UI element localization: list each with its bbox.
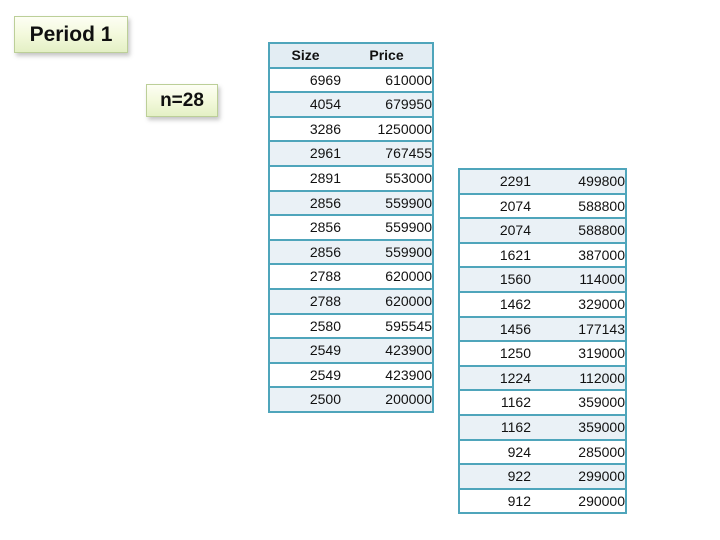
size-cell: 1224 (459, 365, 531, 391)
size-cell: 2856 (309, 219, 341, 236)
table-row: 1621 387000 (459, 242, 626, 268)
price-cell: 553000 (385, 169, 432, 186)
table-row: 912 290000 (459, 488, 626, 514)
table-row: 2549 423900 (269, 362, 433, 388)
price-cell: 559900 (341, 190, 433, 216)
price-cell: 329000 (578, 295, 625, 312)
size-cell: 2549 (269, 338, 341, 363)
price-cell: 200000 (341, 387, 433, 412)
size-cell: 2961 (269, 141, 341, 166)
sample-count-label: n=28 (160, 89, 204, 111)
price-cell: 595545 (385, 317, 432, 334)
size-cell: 2074 (499, 197, 531, 214)
period-title-box: Period 1 (14, 16, 128, 53)
col-header-size: Size (269, 43, 341, 68)
size-cell: 2291 (459, 169, 531, 194)
table-row: 2788 620000 (269, 264, 433, 289)
price-cell: 387000 (578, 246, 625, 263)
table-row: 2074 588800 (459, 193, 626, 219)
size-cell: 2856 (269, 190, 341, 216)
price-cell: 559900 (385, 219, 432, 236)
table-row: 1250 319000 (459, 341, 626, 366)
price-cell: 767455 (341, 141, 433, 166)
price-cell: 359000 (578, 394, 625, 411)
table-row: 3286 1250000 (269, 116, 433, 142)
table-row: 2580 595545 (269, 313, 433, 339)
price-cell: 299000 (531, 464, 626, 489)
size-cell: 1462 (499, 295, 531, 312)
price-cell: 588800 (578, 197, 625, 214)
price-cell: 588800 (531, 218, 626, 243)
price-cell: 679950 (341, 92, 433, 117)
table-header-row: Size Price (269, 43, 433, 68)
size-cell: 2788 (269, 288, 341, 314)
table-row: 6969 610000 (269, 67, 433, 93)
period-title: Period 1 (29, 22, 113, 46)
size-cell: 2891 (309, 169, 341, 186)
table-row: 2891 553000 (269, 165, 433, 191)
price-cell: 290000 (578, 492, 625, 509)
size-cell: 1162 (459, 414, 531, 440)
table-row: 1462 329000 (459, 291, 626, 317)
size-cell: 1250 (499, 345, 531, 362)
price-cell: 319000 (578, 345, 625, 362)
size-cell: 924 (507, 443, 531, 460)
price-cell: 112000 (531, 365, 626, 391)
size-cell: 1162 (500, 394, 531, 411)
size-cell: 2549 (309, 366, 341, 383)
price-cell: 423900 (341, 338, 433, 363)
table-row: 1162 359000 (459, 390, 626, 415)
price-cell: 285000 (578, 443, 625, 460)
size-cell: 1621 (499, 246, 531, 263)
price-cell: 1250000 (377, 120, 432, 137)
price-cell: 177143 (531, 316, 626, 342)
size-cell: 2788 (309, 268, 341, 285)
col-header-price: Price (341, 43, 433, 68)
table-row: 2856 559900 (269, 215, 433, 240)
size-cell: 922 (459, 464, 531, 489)
price-cell: 620000 (341, 288, 433, 314)
size-cell: 3286 (309, 120, 341, 137)
price-cell: 559900 (341, 239, 433, 265)
price-cell: 359000 (531, 414, 626, 440)
price-cell: 114000 (531, 267, 626, 292)
size-cell: 912 (507, 492, 531, 509)
size-cell: 2856 (269, 239, 341, 265)
size-cell: 2500 (269, 387, 341, 412)
size-cell: 6969 (309, 71, 341, 88)
price-cell: 620000 (385, 268, 432, 285)
size-cell: 2580 (309, 317, 341, 334)
size-cell: 2074 (459, 218, 531, 243)
price-cell: 423900 (385, 366, 432, 383)
size-cell: 4054 (269, 92, 341, 117)
table-row: 924 285000 (459, 439, 626, 465)
price-cell: 499800 (531, 169, 626, 194)
size-cell: 1456 (459, 316, 531, 342)
size-cell: 1560 (459, 267, 531, 292)
price-cell: 610000 (385, 71, 432, 88)
sample-count-badge: n=28 (146, 84, 218, 117)
